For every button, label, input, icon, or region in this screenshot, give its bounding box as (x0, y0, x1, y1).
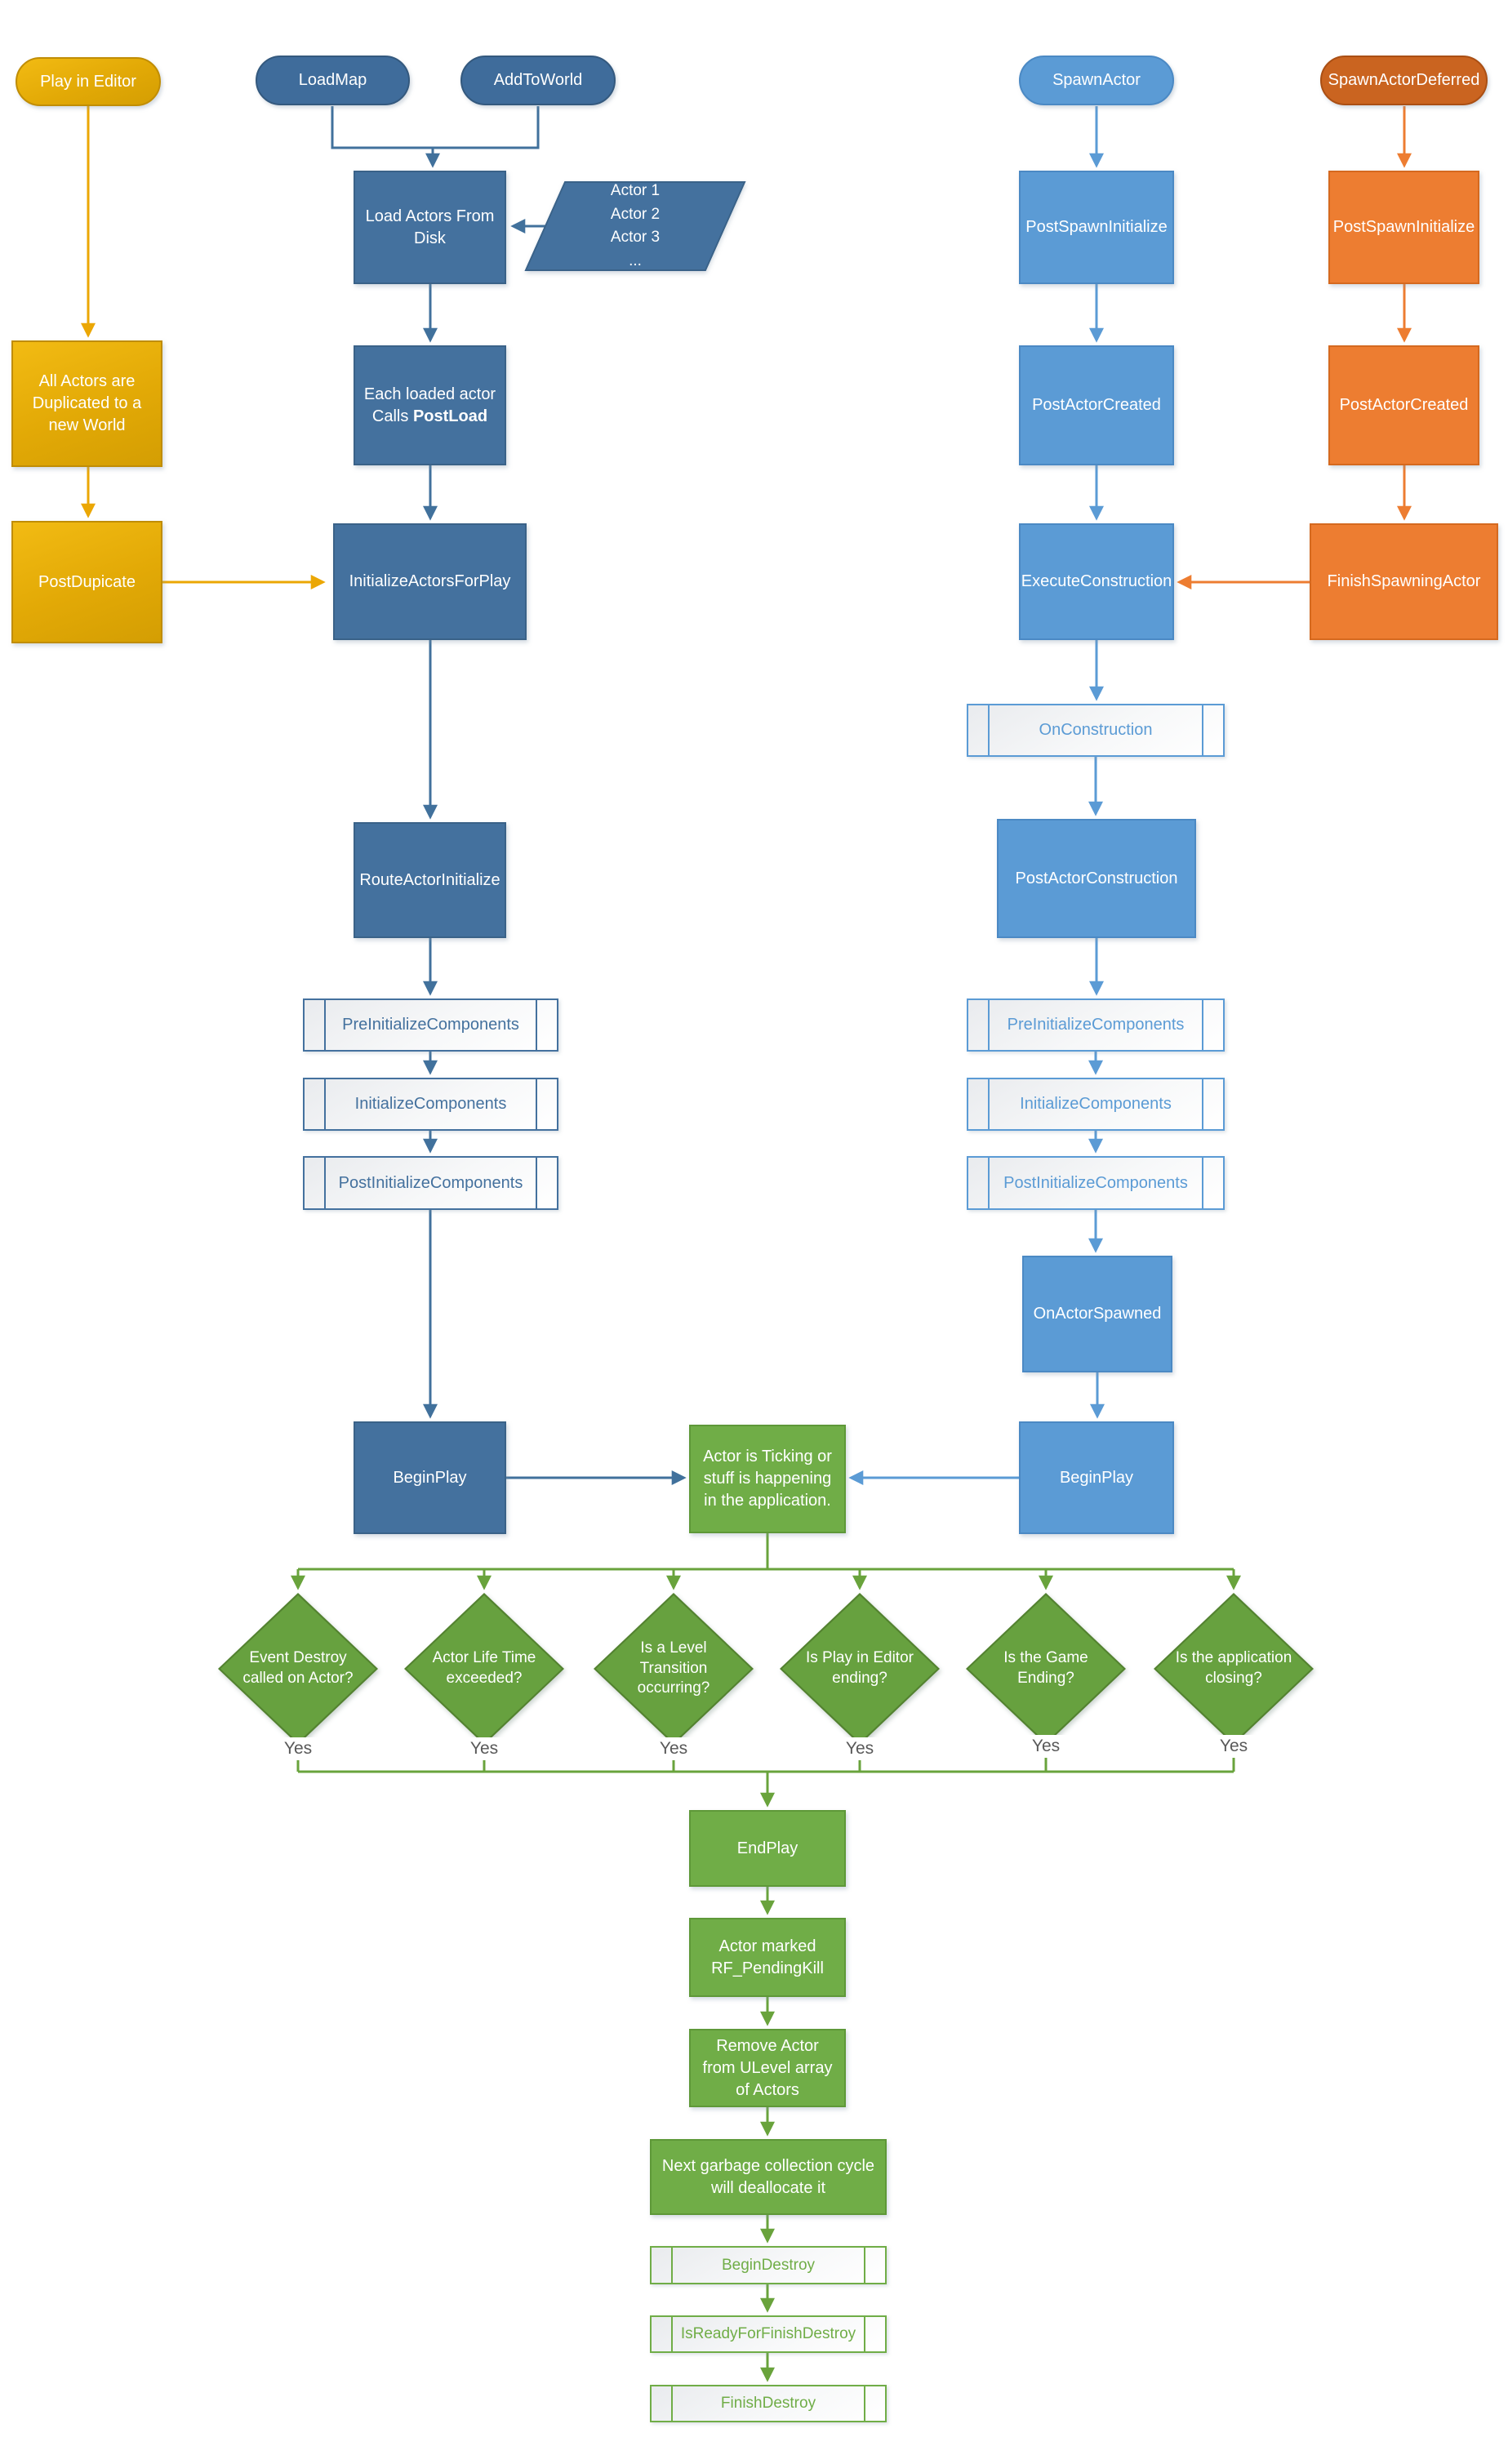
node-load-actors-from-disk: Load Actors From Disk (354, 171, 506, 284)
node-actor-list-parallelogram: Actor 1 Actor 2 Actor 3 ... (524, 181, 746, 271)
node-postinitializecomponents-right: PostInitializeComponents (967, 1156, 1225, 1210)
node-label: BeginPlay (393, 1468, 467, 1487)
node-play-in-editor: Play in Editor (16, 57, 161, 106)
node-label: PostInitializeComponents (1003, 1173, 1188, 1192)
node-initializecomponents-left: InitializeComponents (303, 1078, 558, 1131)
node-label: PostSpawnInitialize (1332, 218, 1475, 236)
node-label: RouteActorInitialize (359, 870, 500, 889)
node-label: SpawnActorDeferred (1328, 71, 1480, 89)
decision-label: Event Destroy called on Actor? (242, 1649, 354, 1687)
yes-label: Yes (458, 1737, 510, 1760)
node-routeactorinitialize: RouteActorInitialize (354, 822, 506, 938)
node-label: Remove Actor from ULevel array of Actors (702, 2036, 833, 2099)
decision-label: Is a Level Transition occurring? (637, 1639, 710, 1697)
node-label: Each loaded actor Calls PostLoad (363, 385, 496, 425)
yes-label: Yes (647, 1737, 700, 1760)
node-postdupicate: PostDupicate (11, 521, 162, 643)
node-label: PreInitializeComponents (1007, 1016, 1185, 1034)
node-beginplay-left: BeginPlay (354, 1421, 506, 1534)
node-postspawninitialize-orange: PostSpawnInitialize (1328, 171, 1479, 284)
node-label: All Actors are Duplicated to a new World (32, 372, 142, 434)
decision-label: Is Play in Editor ending? (805, 1649, 914, 1687)
node-endplay: EndPlay (689, 1810, 846, 1887)
node-begindestroy: BeginDestroy (650, 2246, 887, 2284)
node-actor-ticking: Actor is Ticking or stuff is happening i… (689, 1425, 846, 1533)
node-initializeactorsforplay: InitializeActorsForPlay (333, 523, 527, 640)
node-postspawninitialize-blue: PostSpawnInitialize (1019, 171, 1174, 284)
decision-event-destroy: Event Destroy called on Actor? (218, 1593, 378, 1745)
node-label: PostDupicate (38, 572, 136, 591)
node-each-loaded-actor-postload: Each loaded actor Calls PostLoad (354, 345, 506, 465)
node-garbage-collection: Next garbage collection cycle will deall… (650, 2139, 887, 2215)
node-spawnactor: SpawnActor (1019, 56, 1174, 105)
node-initializecomponents-right: InitializeComponents (967, 1078, 1225, 1131)
yes-label: Yes (272, 1737, 324, 1760)
node-label: OnConstruction (1039, 721, 1153, 739)
node-finishdestroy: FinishDestroy (650, 2385, 887, 2422)
node-label: BeginDestroy (721, 2256, 816, 2274)
orange-connectors (1177, 106, 1412, 589)
node-label: InitializeComponents (1020, 1095, 1172, 1113)
node-label: Play in Editor (40, 72, 136, 91)
node-label: Load Actors From Disk (365, 207, 495, 247)
green-connectors (291, 1533, 1241, 2382)
node-label: Actor is Ticking or stuff is happening i… (703, 1448, 832, 1510)
node-postinitializecomponents-left: PostInitializeComponents (303, 1156, 558, 1210)
node-actor-marked-pendingkill: Actor marked RF_PendingKill (689, 1918, 846, 1997)
node-label: IsReadyForFinishDestroy (680, 2325, 856, 2343)
node-label: InitializeComponents (354, 1095, 507, 1113)
node-isreadyforfinishdestroy: IsReadyForFinishDestroy (650, 2315, 887, 2353)
node-label: Next garbage collection cycle will deall… (661, 2156, 875, 2197)
node-label: Actor 1 Actor 2 Actor 3 ... (610, 182, 661, 269)
node-preinitializecomponents-right: PreInitializeComponents (967, 998, 1225, 1052)
node-label: FinishDestroy (720, 2395, 816, 2413)
decision-label: Is the application closing? (1175, 1649, 1292, 1687)
node-label: PostActorCreated (1339, 396, 1469, 414)
node-spawnactordeferred: SpawnActorDeferred (1320, 56, 1488, 105)
node-label: ExecuteConstruction (1021, 572, 1172, 590)
node-addtoworld: AddToWorld (460, 56, 616, 105)
dark-blue-connectors (331, 106, 687, 1485)
node-postactorcreated-blue: PostActorCreated (1019, 345, 1174, 465)
node-label: LoadMap (298, 71, 367, 89)
node-label: EndPlay (736, 1839, 798, 1857)
node-label: PostActorCreated (1032, 396, 1161, 414)
node-postactorcreated-orange: PostActorCreated (1328, 345, 1479, 465)
decision-level-transition: Is a Level Transition occurring? (594, 1593, 754, 1745)
node-preinitializecomponents-left: PreInitializeComponents (303, 998, 558, 1052)
decision-label: Actor Life Time exceeded? (432, 1649, 536, 1687)
medium-blue-connectors (848, 106, 1105, 1485)
node-postactorconstruction: PostActorConstruction (997, 819, 1196, 938)
decision-pie-ending: Is Play in Editor ending? (780, 1593, 940, 1745)
node-loadmap: LoadMap (256, 56, 410, 105)
decision-game-ending: Is the Game Ending? (966, 1593, 1126, 1745)
node-all-actors-duplicated: All Actors are Duplicated to a new World (11, 340, 162, 467)
node-label: PreInitializeComponents (342, 1016, 519, 1034)
node-label: PostInitializeComponents (338, 1173, 523, 1192)
node-label: SpawnActor (1052, 71, 1141, 89)
node-label: OnActorSpawned (1033, 1305, 1162, 1323)
node-onconstruction: OnConstruction (967, 704, 1225, 757)
node-label: InitializeActorsForPlay (349, 572, 511, 590)
node-label: BeginPlay (1059, 1468, 1134, 1487)
yes-label: Yes (1020, 1735, 1072, 1758)
yes-label: Yes (834, 1737, 886, 1760)
node-onactorspawned: OnActorSpawned (1022, 1256, 1172, 1372)
node-beginplay-right: BeginPlay (1019, 1421, 1174, 1534)
node-label: AddToWorld (493, 71, 583, 89)
gold-connectors (81, 106, 326, 589)
node-label: Actor marked RF_PendingKill (711, 1937, 824, 1977)
node-executeconstruction: ExecuteConstruction (1019, 523, 1174, 640)
decision-label: Is the Game Ending? (1003, 1649, 1088, 1687)
node-label: PostActorConstruction (1015, 869, 1178, 887)
node-label: PostSpawnInitialize (1025, 218, 1168, 236)
node-remove-actor-ulevel: Remove Actor from ULevel array of Actors (689, 2029, 846, 2107)
node-label: FinishSpawningActor (1327, 572, 1481, 590)
node-finishspawningactor: FinishSpawningActor (1310, 523, 1498, 640)
yes-label: Yes (1208, 1735, 1260, 1758)
decision-application-closing: Is the application closing? (1154, 1593, 1314, 1745)
decision-actor-lifetime: Actor Life Time exceeded? (404, 1593, 564, 1745)
